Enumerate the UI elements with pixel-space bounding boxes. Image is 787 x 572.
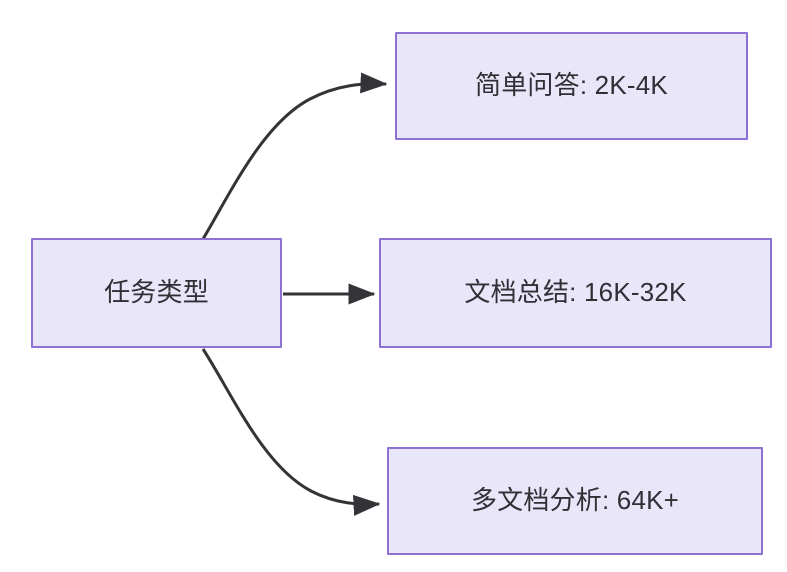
node-task-type-label: 任务类型 (104, 277, 209, 308)
node-multi-doc[interactable]: 多文档分析: 64K+ (387, 447, 763, 555)
edge-root-to-simple-qa (201, 72, 388, 240)
node-multi-doc-label: 多文档分析: 64K+ (470, 485, 680, 516)
node-simple-qa[interactable]: 简单问答: 2K-4K (395, 32, 748, 140)
node-doc-summary[interactable]: 文档总结: 16K-32K (379, 238, 772, 348)
edge-root-to-multi-doc (201, 348, 381, 516)
node-simple-qa-label: 简单问答: 2K-4K (475, 70, 668, 101)
node-doc-summary-label: 文档总结: 16K-32K (464, 277, 687, 308)
node-task-type[interactable]: 任务类型 (31, 238, 282, 348)
